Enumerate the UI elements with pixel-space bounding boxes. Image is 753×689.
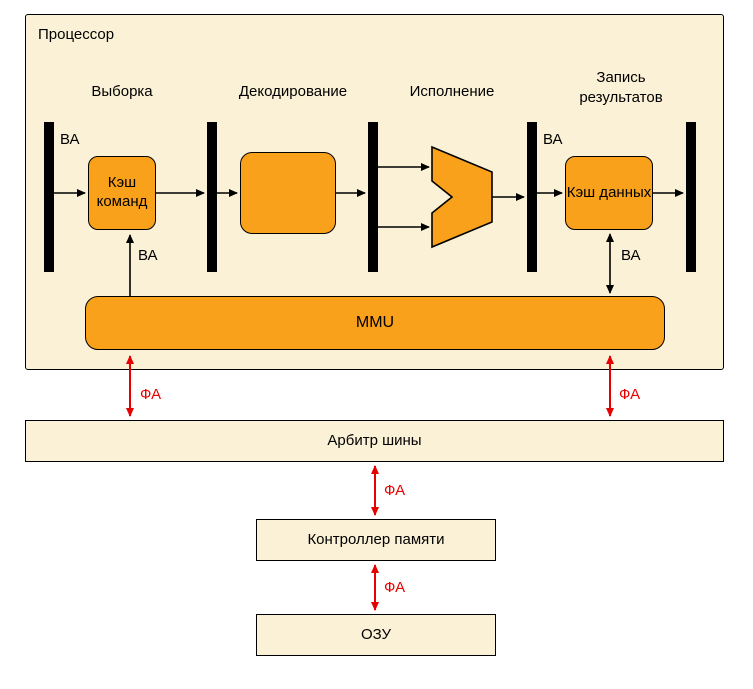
fa-label-mmu-arbiter-left: ФА: [140, 386, 162, 403]
va-label-dcache-mmu: ВА: [621, 247, 641, 264]
pipeline-register-5: [686, 122, 696, 272]
data-cache-block: Кэш данных: [565, 156, 653, 230]
fa-label-mmu-arbiter-right: ФА: [619, 386, 641, 403]
fa-label-controller-ram: ФА: [384, 579, 406, 596]
stage-label-writeback: Запись результатов: [579, 69, 663, 107]
pipeline-register-1: [44, 122, 54, 272]
pipeline-register-2: [207, 122, 217, 272]
va-label-writeback: ВА: [543, 131, 563, 148]
stage-label-fetch: Выборка: [91, 83, 153, 100]
bus-arbiter-block: Арбитр шины: [25, 420, 724, 462]
pipeline-register-3: [368, 122, 378, 272]
memory-controller-block: Контроллер памяти: [256, 519, 496, 561]
ram-block: ОЗУ: [256, 614, 496, 656]
stage-label-decode: Декодирование: [238, 83, 348, 100]
pipeline-register-4: [527, 122, 537, 272]
mmu-block: MMU: [85, 296, 665, 350]
decode-unit-block: [240, 152, 336, 234]
va-label-fetch: ВА: [60, 131, 80, 148]
va-label-icache-mmu: ВА: [138, 247, 158, 264]
instruction-cache-block: Кэш команд: [88, 156, 156, 230]
stage-label-execute: Исполнение: [409, 83, 495, 100]
fa-label-arbiter-controller: ФА: [384, 482, 406, 499]
processor-title: Процессор: [38, 26, 115, 43]
